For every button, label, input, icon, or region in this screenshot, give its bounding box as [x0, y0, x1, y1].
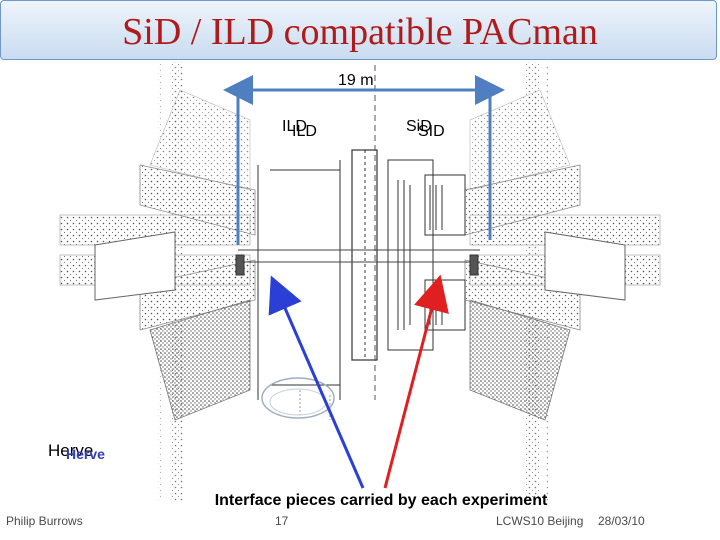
sid-label-shadow: SID [418, 123, 445, 140]
herve-label-overlay: Herve [66, 446, 105, 462]
diagram-caption: Interface pieces carried by each experim… [214, 492, 548, 509]
footer-page-number: 17 [275, 514, 289, 528]
ild-interface-arrow [268, 275, 365, 489]
span-label: 19 m [338, 72, 374, 89]
sid-label: SiD [406, 118, 432, 135]
ild-label: ILD [282, 118, 307, 135]
herve-label: Herve [48, 441, 94, 460]
right-pacman-shielding [464, 89, 661, 421]
pacman-diagram [59, 62, 661, 502]
detector-structure [235, 65, 480, 420]
left-pacman-shielding [59, 89, 256, 421]
footer-date: 28/03/10 [598, 514, 645, 528]
sid-interface-arrow [383, 274, 449, 489]
title-bar [0, 0, 717, 60]
ild-label-shadow: ILD [292, 123, 317, 140]
span-dimension-arrow [223, 75, 505, 245]
footer-author: Philip Burrows [6, 514, 83, 528]
footer-conference: LCWS10 Beijing [496, 514, 584, 528]
page-title: SiD / ILD compatible PACman [122, 11, 598, 53]
